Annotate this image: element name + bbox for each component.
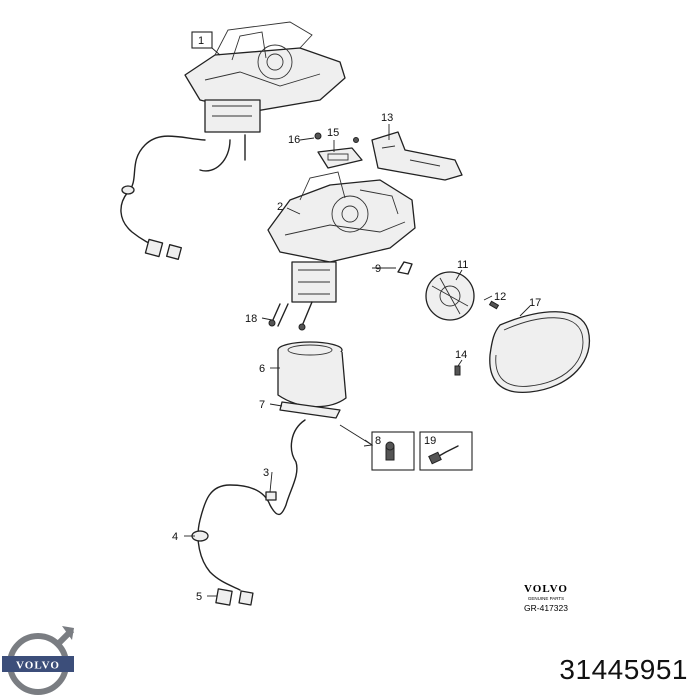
part-3-wiring-harness [191, 419, 306, 606]
part-12-screw [488, 300, 500, 310]
callout-9: 9 [375, 263, 381, 275]
callout-11: 11 [457, 259, 468, 271]
part-13-bracket [371, 131, 463, 181]
callout-7: 7 [259, 399, 265, 411]
part-7-gasket [279, 401, 341, 419]
callout-2: 2 [277, 201, 283, 213]
drawing-reference: GR-417323 [524, 603, 568, 613]
callout-14: 14 [455, 349, 467, 361]
part-9-clip [397, 261, 413, 275]
part-16-screw [314, 132, 322, 140]
brand-wordmark: VOLVO [524, 583, 568, 595]
part-15-clip [317, 147, 363, 169]
part-6-cover [277, 341, 347, 408]
callout-16: 16 [288, 134, 300, 146]
callout-6: 6 [259, 363, 265, 375]
brand-subtext: GENUINE PARTS [528, 596, 564, 601]
part-2-mirror-base [267, 171, 416, 303]
callout-18: 18 [245, 313, 257, 325]
part-11-adjuster [425, 271, 475, 321]
leader-lines [184, 47, 531, 597]
part-15-screw [353, 137, 359, 143]
callout-8: 8 [375, 435, 381, 447]
callout-13: 13 [381, 112, 393, 124]
callout-12: 12 [494, 291, 506, 303]
part-number: 31445951 [559, 654, 688, 685]
callout-5: 5 [196, 591, 202, 603]
volvo-logo-icon: VOLVO [2, 626, 75, 695]
part-14-screw [454, 365, 461, 376]
part-17-mirror-glass [489, 311, 591, 393]
callout-15: 15 [327, 127, 339, 139]
part-1-mirror-base-assembly [120, 21, 346, 260]
callout-1: 1 [198, 35, 204, 47]
part-19-connector-box [419, 431, 473, 471]
callout-17: 17 [529, 297, 541, 309]
callout-3: 3 [263, 467, 269, 479]
callout-4: 4 [172, 531, 178, 543]
callout-19: 19 [424, 435, 436, 447]
part-18-screws [268, 301, 313, 331]
brand-reference-block: VOLVO GENUINE PARTS GR-417323 [524, 583, 568, 613]
part-8-screw-box [371, 431, 415, 471]
callout-labels: 1 2 3 4 5 6 7 8 9 11 12 13 14 15 16 17 1… [172, 31, 541, 603]
logo-wordmark: VOLVO [16, 660, 60, 672]
